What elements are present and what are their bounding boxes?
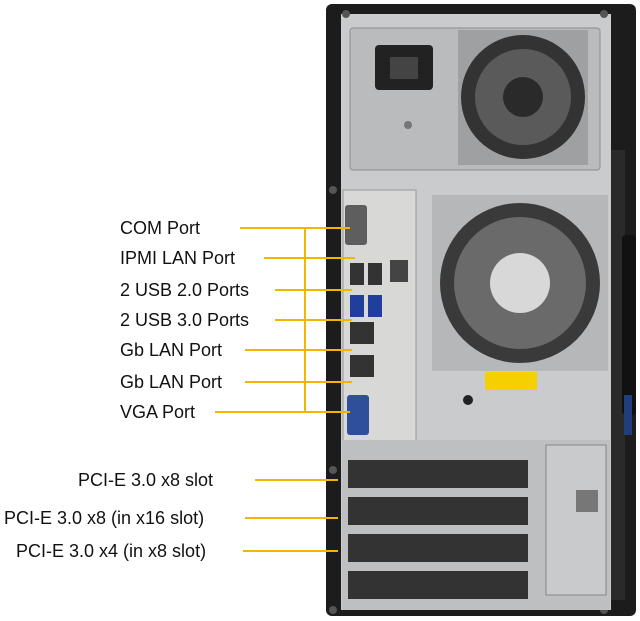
slot-4-cover <box>348 571 528 599</box>
warning-label <box>485 372 537 390</box>
slot-2-cover <box>348 497 528 525</box>
callout-leader-lines <box>215 227 355 552</box>
callout-usb3-ports: 2 USB 3.0 Ports <box>120 310 250 330</box>
usb3-port-icon <box>350 295 364 317</box>
callout-ipmi-lan-port: IPMI LAN Port <box>120 248 236 268</box>
power-supply <box>349 27 601 171</box>
callout-gb-lan-port-1: Gb LAN Port <box>120 340 223 360</box>
ipmi-lan-port-icon <box>390 260 408 282</box>
callout-usb2-ports: 2 USB 2.0 Ports <box>120 280 250 300</box>
slot-3-cover <box>348 534 528 562</box>
slot-1-cover <box>348 460 528 488</box>
com-port-icon <box>345 205 367 245</box>
gb-lan-port-2-icon <box>350 355 374 377</box>
usb2-port-icon <box>350 263 364 285</box>
rear-fan-icon <box>432 195 608 371</box>
gb-lan-port-1-icon <box>350 322 374 344</box>
callout-pcie-x8-in-x16-slot: PCI-E 3.0 x8 (in x16 slot) <box>4 508 205 528</box>
callout-pcie-x4-in-x8-slot: PCI-E 3.0 x4 (in x8 slot) <box>16 541 207 561</box>
io-shield <box>342 189 417 451</box>
expansion-slots <box>342 440 610 610</box>
callout-gb-lan-port-2: Gb LAN Port <box>120 372 223 392</box>
callout-pcie-x8-slot: PCI-E 3.0 x8 slot <box>78 470 214 490</box>
callout-vga-port: VGA Port <box>120 402 196 422</box>
vga-port-icon <box>347 395 369 435</box>
callout-com-port: COM Port <box>120 218 201 238</box>
